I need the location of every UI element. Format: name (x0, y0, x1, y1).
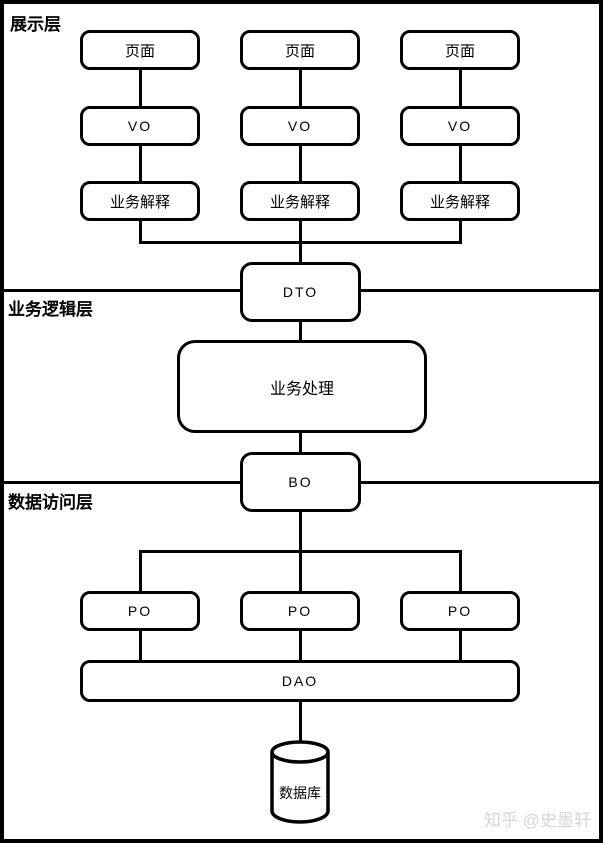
node-bo: BO (240, 452, 361, 512)
database-icon (270, 740, 330, 824)
connector-dto-process (299, 320, 302, 342)
connector-bo-split (299, 510, 302, 552)
connector-interpret-merge-1 (139, 219, 142, 244)
layer-label-data-access: 数据访问层 (8, 493, 93, 512)
connector-process-bo (299, 431, 302, 454)
connector-vo-interpret-1 (139, 144, 142, 184)
node-po-3: PO (400, 591, 520, 631)
connector-interpret-merge-2 (299, 219, 302, 244)
node-page-1: 页面 (80, 30, 200, 70)
node-vo-3: VO (400, 106, 520, 146)
node-po-1: PO (80, 591, 200, 631)
node-vo-2: VO (240, 106, 360, 146)
node-page-2: 页面 (240, 30, 360, 70)
watermark-text: 知乎 @史墨轩 (484, 811, 591, 830)
connector-page-vo-1 (139, 68, 142, 108)
node-vo-1: VO (80, 106, 200, 146)
connector-page-vo-3 (459, 68, 462, 108)
node-business-interpret-1: 业务解释 (80, 181, 200, 221)
node-dao: DAO (80, 660, 520, 702)
node-page-3: 页面 (400, 30, 520, 70)
connector-dao-database (299, 700, 302, 745)
connector-split-po-3 (459, 550, 462, 593)
connector-split-po-2 (299, 550, 302, 593)
connector-po-dao-1 (139, 629, 142, 662)
node-business-interpret-3: 业务解释 (400, 181, 520, 221)
connector-page-vo-2 (299, 68, 302, 108)
node-business-interpret-2: 业务解释 (240, 181, 360, 221)
node-dto: DTO (240, 262, 361, 322)
connector-vo-interpret-2 (299, 144, 302, 184)
layer-label-presentation: 展示层 (10, 15, 61, 34)
connector-split-po-1 (139, 550, 142, 593)
node-database-label: 数据库 (279, 785, 321, 801)
layer-label-business: 业务逻辑层 (8, 300, 93, 319)
connector-merge-dto (299, 241, 302, 264)
node-business-process: 业务处理 (177, 340, 427, 433)
connector-interpret-merge-3 (459, 219, 462, 244)
node-po-2: PO (240, 591, 360, 631)
connector-vo-interpret-3 (459, 144, 462, 184)
connector-po-dao-3 (459, 629, 462, 662)
connector-po-dao-2 (299, 629, 302, 662)
